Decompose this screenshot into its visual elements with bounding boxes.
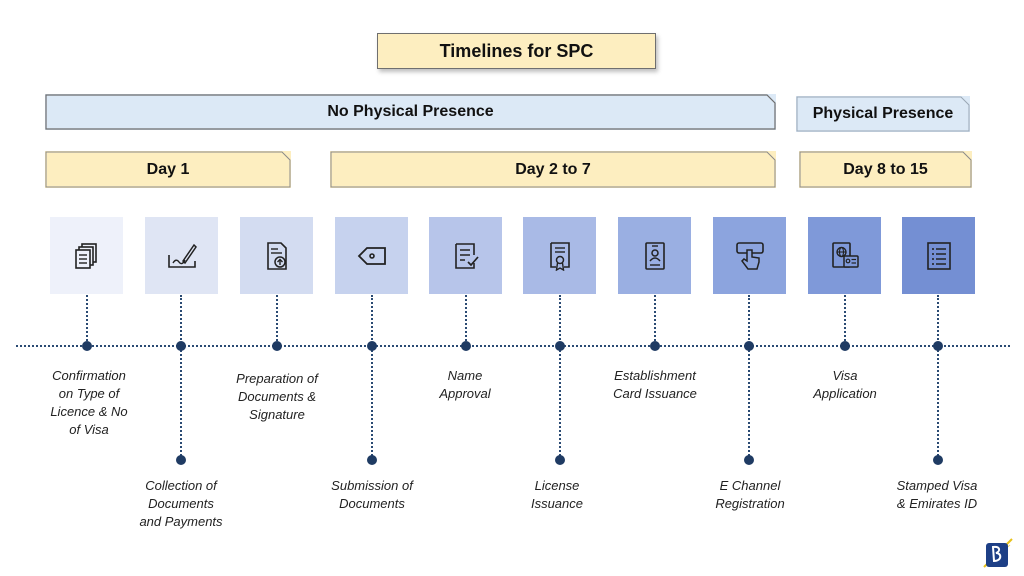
step-7-label: Establishment Card Issuance	[613, 368, 697, 401]
stem-end-dot	[367, 455, 377, 465]
timeline-dot	[82, 341, 92, 351]
step-5-stem	[465, 295, 467, 345]
passport-icon	[831, 241, 859, 268]
document-upload-icon	[266, 241, 287, 270]
physical-presence-banner: Physical Presence	[796, 96, 970, 132]
banner-shape	[45, 151, 291, 188]
signing-pen-icon	[167, 243, 197, 268]
step-3-stem	[276, 295, 278, 345]
day-2-to-7-banner: Day 2 to 7	[330, 151, 776, 188]
step-10-label: Stamped Visa & Emirates ID	[896, 478, 978, 511]
step-4-label: Submission of Documents	[331, 478, 413, 511]
banner-shape	[330, 151, 776, 188]
step-9-stem	[844, 295, 846, 345]
step-6-stem	[559, 295, 561, 459]
banner-shape	[796, 96, 970, 132]
banner-shape	[45, 94, 776, 130]
approved-document-icon	[454, 242, 479, 269]
documents-stack-icon	[74, 242, 97, 269]
step-1-icon-box	[50, 217, 123, 294]
page-title: Timelines for SPC	[377, 33, 656, 69]
day-1-label: Day 1	[146, 160, 190, 178]
banner-shape	[799, 151, 972, 188]
id-card-icon	[644, 241, 665, 270]
step-8-label: E Channel Registration	[715, 478, 785, 511]
click-hand-icon	[735, 241, 764, 270]
step-10-icon-box	[902, 217, 975, 294]
step-7-icon-box	[618, 217, 691, 294]
step-8-icon-box	[713, 217, 786, 294]
stem-end-dot	[176, 455, 186, 465]
timeline-dot	[840, 341, 850, 351]
step-1-label: Confirmation on Type of Licence & No of …	[50, 368, 128, 437]
step-4-icon-box	[335, 217, 408, 294]
certificate-icon	[549, 241, 570, 271]
step-3-icon-box	[240, 217, 313, 294]
step-8-stem	[748, 295, 750, 459]
timeline-line	[16, 345, 1010, 347]
day-1-banner: Day 1	[45, 151, 291, 188]
day-8-to-15-label: Day 8 to 15	[843, 160, 928, 178]
company-logo	[983, 538, 1013, 568]
step-2-label: Collection of Documents and Payments	[139, 478, 223, 529]
timeline-dot	[555, 341, 565, 351]
step-6-label: License Issuance	[530, 478, 584, 511]
checklist-icon	[926, 241, 951, 270]
day-2-to-7-label: Day 2 to 7	[515, 160, 591, 178]
stem-end-dot	[933, 455, 943, 465]
physical-presence-label: Physical Presence	[812, 105, 954, 122]
step-2-icon-box	[145, 217, 218, 294]
tag-icon	[357, 246, 386, 265]
step-9-icon-box	[808, 217, 881, 294]
step-6-icon-box	[523, 217, 596, 294]
timeline-dot	[272, 341, 282, 351]
day-8-to-15-banner: Day 8 to 15	[799, 151, 972, 188]
timeline-dot	[367, 341, 377, 351]
step-5-label: Name Approval	[439, 368, 491, 401]
step-2-stem	[180, 295, 182, 459]
stem-end-dot	[744, 455, 754, 465]
step-3-label: Preparation of Documents & Signature	[236, 371, 318, 422]
stem-end-dot	[555, 455, 565, 465]
no-physical-presence-label: No Physical Presence	[327, 103, 494, 120]
timeline-dot	[461, 341, 471, 351]
step-4-stem	[371, 295, 373, 459]
step-5-icon-box	[429, 217, 502, 294]
step-9-label: Visa Application	[813, 368, 877, 401]
timeline-dot	[744, 341, 754, 351]
timeline-dot	[933, 341, 943, 351]
step-1-stem	[86, 295, 88, 345]
timeline-dot	[650, 341, 660, 351]
step-7-stem	[654, 295, 656, 345]
timeline-dot	[176, 341, 186, 351]
no-physical-presence-banner: No Physical Presence	[45, 94, 776, 130]
step-10-stem	[937, 295, 939, 459]
